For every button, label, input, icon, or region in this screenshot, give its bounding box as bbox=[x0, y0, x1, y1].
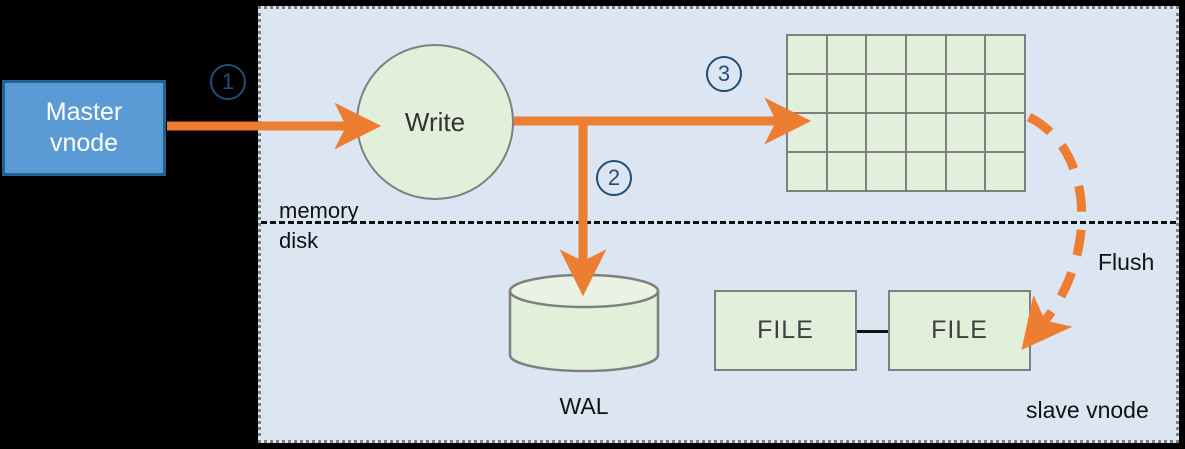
block-grid-cell bbox=[986, 114, 1024, 151]
step-marker-2: 2 bbox=[596, 160, 632, 196]
block-grid-cell bbox=[827, 36, 866, 73]
block-grid-cell bbox=[986, 36, 1024, 73]
memory-label: memory bbox=[279, 198, 359, 223]
block-grid-cell bbox=[907, 153, 945, 190]
block-grid-cell bbox=[946, 153, 985, 190]
block-grid-cell bbox=[867, 75, 905, 112]
step-marker-3: 3 bbox=[706, 56, 742, 92]
file-box-label: FILE bbox=[931, 316, 988, 344]
wal-cylinder[interactable] bbox=[508, 273, 660, 373]
block-grid-cell bbox=[788, 36, 826, 73]
block-grid-cell bbox=[986, 75, 1024, 112]
block-grid-cell bbox=[788, 153, 826, 190]
file-box-label: FILE bbox=[757, 316, 814, 344]
memory-disk-divider bbox=[261, 221, 1176, 224]
block-grid-cell bbox=[867, 114, 905, 151]
step-marker-2-number: 2 bbox=[607, 165, 621, 190]
slave-vnode-label: slave vnode bbox=[1026, 397, 1149, 423]
write-node-label: Write bbox=[404, 106, 466, 137]
wal-label: WAL bbox=[559, 393, 609, 419]
block-grid-cell bbox=[827, 114, 866, 151]
memtable-block-grid bbox=[786, 34, 1026, 192]
step-marker-1: 1 bbox=[210, 64, 246, 100]
master-vnode-line2: vnode bbox=[49, 129, 119, 157]
block-grid-cell bbox=[788, 75, 826, 112]
master-vnode-line1: Master bbox=[45, 97, 123, 126]
block-grid-cell bbox=[946, 36, 985, 73]
flush-label: Flush bbox=[1098, 249, 1155, 275]
master-vnode-box[interactable]: Master vnode bbox=[2, 80, 166, 176]
block-grid-cell bbox=[986, 153, 1024, 190]
block-grid-cell bbox=[827, 153, 866, 190]
block-grid-cell bbox=[946, 114, 985, 151]
block-grid-cell bbox=[867, 153, 905, 190]
step-marker-3-number: 3 bbox=[717, 61, 731, 86]
step-marker-1-number: 1 bbox=[221, 69, 235, 94]
file-box[interactable]: FILE bbox=[714, 290, 857, 371]
disk-label: disk bbox=[279, 228, 319, 253]
file-connector-line bbox=[857, 330, 888, 333]
block-grid-cell bbox=[867, 36, 905, 73]
write-node[interactable]: Write bbox=[356, 44, 514, 200]
block-grid-cell bbox=[788, 114, 826, 151]
block-grid-cell bbox=[827, 75, 866, 112]
wal-cylinder-shape bbox=[508, 273, 660, 373]
file-box[interactable]: FILE bbox=[888, 290, 1031, 371]
block-grid-cell bbox=[946, 75, 985, 112]
block-grid-cell bbox=[907, 114, 945, 151]
block-grid-cell bbox=[907, 36, 945, 73]
block-grid-cell bbox=[907, 75, 945, 112]
